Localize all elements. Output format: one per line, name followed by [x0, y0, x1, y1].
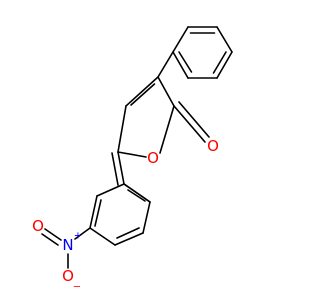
atom-carbonyl-oxygen: O	[207, 137, 219, 155]
bond	[117, 151, 125, 185]
bond	[172, 51, 189, 79]
atom-nitro-oxygen-top: O	[32, 217, 44, 235]
bond	[116, 227, 140, 239]
bond	[159, 105, 175, 154]
nitro-oxygen-charge: −	[73, 282, 81, 293]
structure-canvas: O O N + O O −	[32, 26, 233, 293]
bond	[178, 101, 210, 138]
bond	[44, 228, 62, 241]
bond	[216, 51, 233, 79]
atom-nitro-oxygen-bottom: O	[62, 267, 74, 285]
molecule-drawing: O O N + O O −	[32, 26, 233, 293]
atom-ring-oxygen: O	[147, 149, 159, 167]
bond	[114, 232, 144, 246]
atom-nitro-nitrogen: N	[62, 236, 73, 254]
bond	[94, 199, 102, 227]
bond	[178, 51, 193, 73]
bond	[157, 76, 175, 107]
bond	[111, 152, 119, 186]
bond	[173, 105, 206, 143]
bond	[216, 26, 233, 53]
bond	[96, 183, 125, 197]
bond	[89, 227, 116, 246]
bond	[89, 195, 98, 229]
bond	[123, 183, 151, 203]
bond	[172, 26, 189, 53]
bond	[74, 227, 91, 240]
atom-labels: O O N + O O −	[32, 137, 219, 293]
bond	[130, 83, 156, 106]
bond	[117, 151, 147, 158]
bonds	[41, 26, 233, 269]
bond	[117, 105, 127, 153]
bond	[212, 51, 227, 74]
nitro-nitrogen-charge: +	[74, 231, 82, 242]
bond	[157, 51, 174, 78]
bond	[142, 201, 151, 234]
bond	[127, 189, 146, 202]
bond	[125, 76, 159, 107]
bond	[41, 233, 59, 246]
